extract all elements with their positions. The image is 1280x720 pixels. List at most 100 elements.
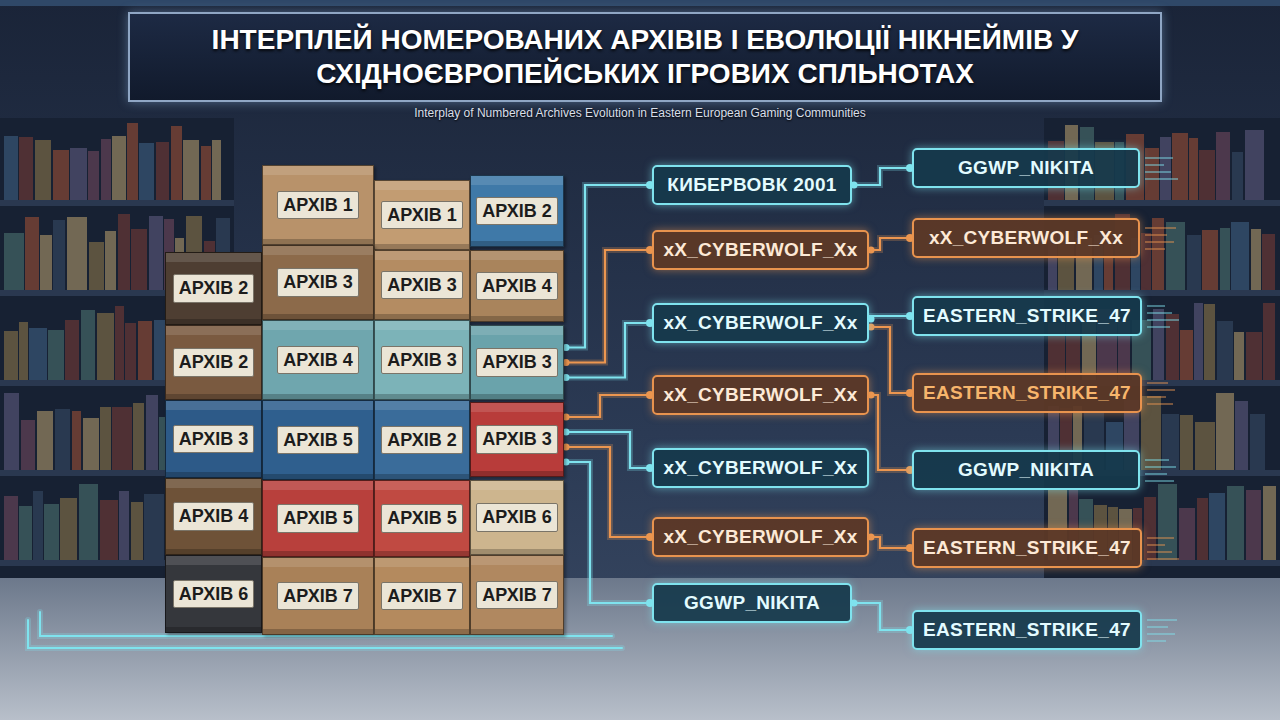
archive-box: АРХІВ 3 [262,245,374,320]
book [138,321,152,380]
nickname-label: GGWP_NIKITA [684,592,820,614]
connector-glow [869,238,912,250]
book [1179,508,1195,560]
box-label: АРХІВ 2 [173,348,254,377]
box-label: АРХІВ 1 [277,191,358,220]
speed-streak [1147,640,1166,642]
connector-glow [869,316,912,319]
nickname-box: GGWP_NIKITA [912,450,1140,490]
nickname-label: xX_CYBERWOLF_Xx [663,239,857,261]
book [1235,401,1248,470]
connector [563,391,655,421]
book [53,220,65,290]
book [1216,132,1230,200]
nickname-label: EASTERN_STRIKE_47 [923,382,1131,404]
archive-box: АРХІВ 4 [165,478,262,555]
book [118,214,130,290]
book [119,491,129,560]
book [1250,414,1265,470]
box-label: АРХІВ 3 [277,268,358,297]
speed-streak [1147,551,1172,553]
connector-glow [564,323,652,378]
box-label: АРХІВ 7 [476,581,557,610]
books [0,123,1280,566]
book [1251,229,1261,290]
archive-box: АРХІВ 3 [470,402,564,477]
book [100,407,111,470]
nickname-label: xX_CYBERWOLF_Xx [663,457,857,479]
shelf-board [0,200,234,206]
connector-line [852,168,912,185]
book [48,330,64,380]
book [55,409,70,470]
book [1144,497,1156,560]
archive-box: АРХІВ 2 [165,252,262,325]
book [1180,330,1193,380]
box-label: АРХІВ 4 [476,272,557,301]
nickname-box: xX_CYBERWOLF_Xx [912,218,1140,258]
book [37,411,53,470]
connector [563,319,655,381]
speed-streak [1145,241,1174,243]
connector [563,246,655,366]
book [1209,493,1225,560]
book [72,411,81,470]
speed-streak [1145,473,1167,475]
speed-streak [1147,305,1165,307]
nickname-box: xX_CYBERWOLF_Xx [652,517,869,557]
connector-line [564,395,652,417]
connector-glow [869,537,912,548]
speed-streak [1145,157,1173,159]
book [4,233,24,290]
book [65,320,79,380]
box-label: АРХІВ 4 [277,346,358,375]
speed-streak [1145,459,1169,461]
nickname-label: GGWP_NIKITA [958,459,1094,481]
connector-line [564,323,652,378]
speed-streak [1145,171,1171,173]
nickname-box: КИБЕРВОВК 2001 [652,165,852,205]
book [25,217,39,290]
connector [563,444,655,542]
book [133,403,144,470]
book [105,231,116,290]
book [1231,222,1249,290]
nickname-label: КИБЕРВОВК 2001 [667,174,836,196]
connector-line [869,316,912,319]
nickname-box: EASTERN_STRIKE_47 [912,296,1142,336]
speed-streak [1147,396,1166,398]
connector-line [564,462,652,603]
connector [868,234,915,254]
book [146,395,158,470]
book [67,217,87,290]
book [97,313,114,380]
archive-box: АРХІВ 3 [374,320,470,400]
book [4,331,18,380]
connector [868,312,915,323]
book [19,506,32,560]
nickname-label: EASTERN_STRIKE_47 [923,619,1131,641]
box-label: АРХІВ 3 [381,271,462,300]
speed-streak [1145,248,1165,250]
box-label: АРХІВ 5 [277,426,358,455]
speed-streak [1145,480,1174,482]
archive-box: АРХІВ 2 [374,400,470,480]
nickname-label: xX_CYBERWOLF_Xx [929,227,1123,249]
connector-line [852,603,912,630]
box-label: АРХІВ 5 [381,504,462,533]
archive-box: АРХІВ 7 [262,557,374,635]
book [125,323,136,380]
book [21,420,35,470]
archive-box: АРХІВ 7 [470,555,564,635]
book [1217,321,1233,380]
book [1197,498,1208,560]
book [4,136,18,200]
nickname-box: GGWP_NIKITA [652,583,852,623]
floor [0,578,1280,720]
box-label: АРХІВ 6 [173,580,254,609]
connector-glow [564,462,652,603]
connector-line [869,238,912,250]
connector-glow [564,250,652,363]
